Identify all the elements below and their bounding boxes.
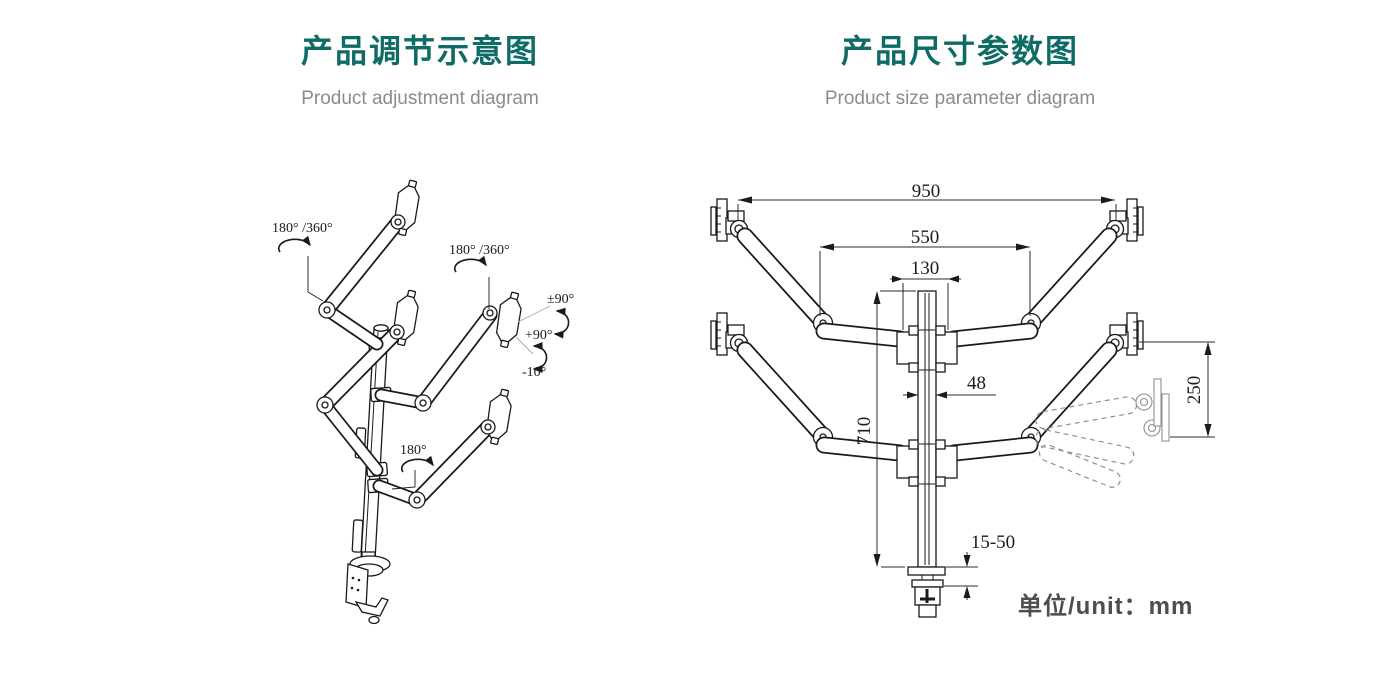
right-title-block: 产品尺寸参数图 Product size parameter diagram [760,26,1160,110]
dimension-15-50: 15-50 [944,532,1015,600]
dimension-250: 250 [1139,341,1215,438]
leader-line [391,470,416,490]
rotate-arrow-icon [277,235,311,253]
ghost-arm-positions [1035,378,1170,488]
dimension-710: 710 [854,290,916,568]
dim-pole-height: 710 [854,417,875,446]
dimension-950: 950 [737,181,1117,220]
label-rotate-arm-top: 180° /360° [272,221,333,236]
label-tilt-down: -10° [522,365,546,380]
leader-line [515,336,534,355]
arm-bottom-right [372,419,496,509]
vesa-plate [495,291,522,349]
front-arm-assembly [710,198,919,373]
label-rotate-arm-right: 180° /360° [449,243,510,258]
dimension-48: 48 [903,373,996,399]
swivel-arrow-icon [553,307,570,339]
leader-line [307,256,324,302]
dimension-130: 130 [890,258,961,330]
adjustment-diagram: 180° /360° 180° /360° ±90° +90° -10° 180… [272,179,574,625]
clamp-front [907,566,946,618]
label-rotate-pole: 180° [400,443,427,458]
ball-joint [389,214,498,435]
dim-lift-range: 250 [1184,376,1205,405]
right-title-en: Product size parameter diagram [824,88,1096,109]
dim-clamp-range: 15-50 [971,532,1015,553]
left-title-en: Product adjustment diagram [301,88,539,109]
size-parameter-diagram: 950 550 130 48 710 250 15-50 [700,181,1215,618]
tilt-arrow-icon [532,342,548,373]
dim-overall-width: 950 [912,181,941,202]
dim-arm-span: 550 [911,227,940,248]
rotate-arrow-icon [453,255,487,273]
dim-top-clearance: 130 [911,258,940,279]
dim-pole-width: 48 [967,373,986,394]
label-swivel: ±90° [547,292,574,307]
unit-note: 单位/unit：mm [1018,593,1194,620]
pole-front [917,290,937,568]
dimension-550: 550 [819,227,1031,316]
label-tilt-up: +90° [525,328,553,343]
left-title-block: 产品调节示意图 Product adjustment diagram [250,26,590,110]
arm-mid-left [316,324,405,477]
arm-top-right [374,307,498,412]
right-title-zh: 产品尺寸参数图 [840,33,1079,69]
pole-isometric [351,324,389,561]
desk-clamp [345,551,391,625]
arm-top-left [318,214,406,351]
left-title-zh: 产品调节示意图 [300,33,539,69]
leader-line [517,305,551,323]
rotate-arrow-icon [400,455,434,473]
